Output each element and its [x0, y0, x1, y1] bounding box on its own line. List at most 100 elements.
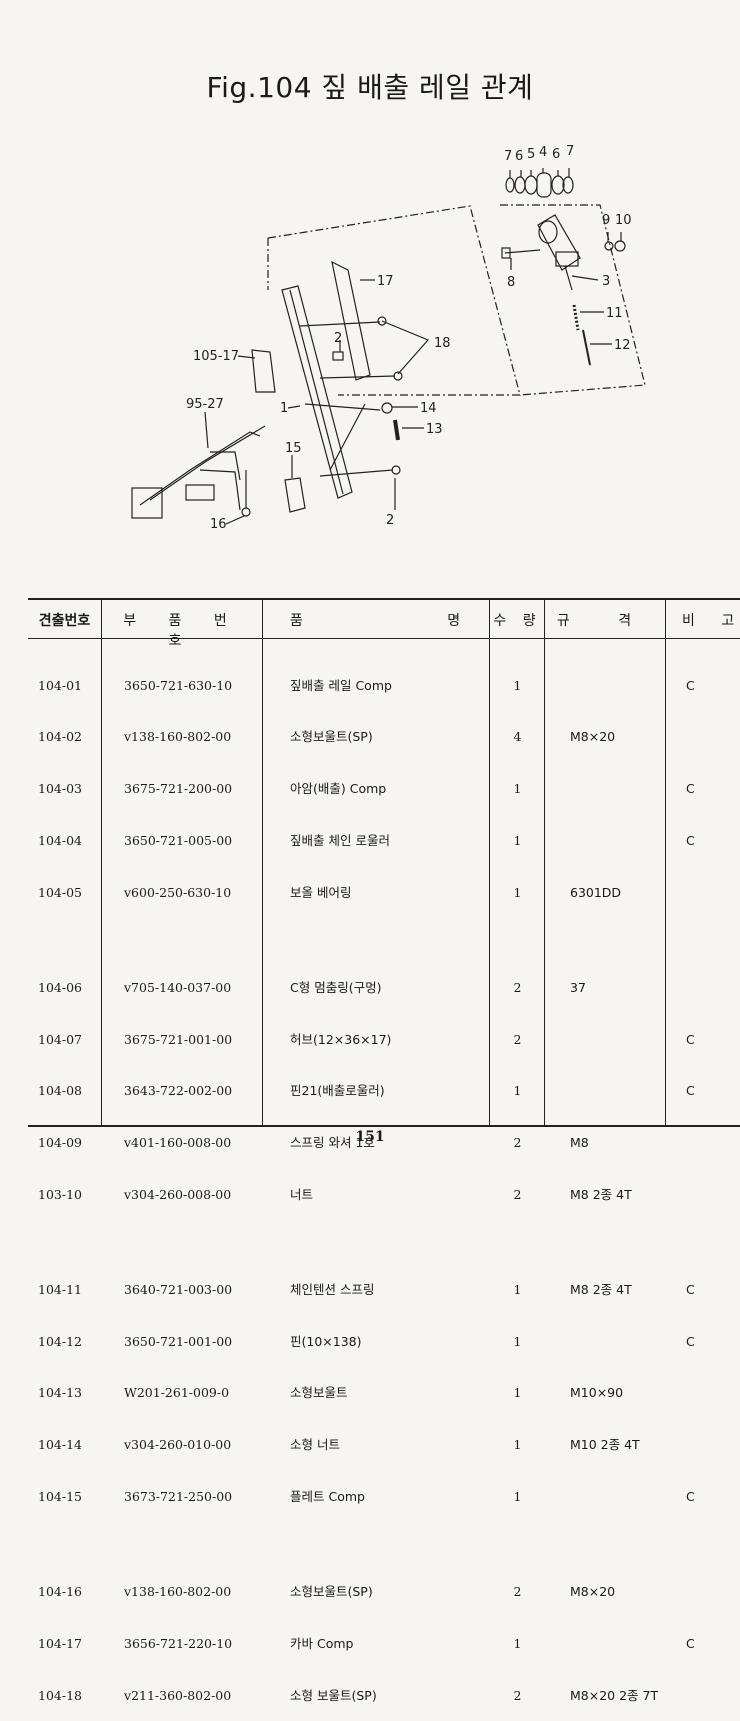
row-no: 104-08 [38, 1083, 82, 1099]
row-part: 3650-721-630-10 [124, 677, 233, 693]
row-name: 소형보울트(SP) [290, 729, 373, 745]
row-part: 3640-721-003-00 [124, 1281, 233, 1297]
row-no: 104-06 [38, 979, 82, 995]
col-divider-2 [262, 598, 263, 1126]
row-no: 104-16 [38, 1583, 82, 1599]
row-part: W201-261-009-0 [124, 1385, 230, 1401]
row-qty: 1 [513, 1333, 522, 1349]
row-spec: M8×20 [570, 729, 616, 745]
callout-5: 5 [527, 147, 535, 162]
row-no: 104-14 [38, 1437, 82, 1453]
row-note [686, 1384, 695, 1401]
row-no: 104-13 [38, 1385, 82, 1401]
callout-8: 8 [507, 275, 515, 290]
row-note [686, 1436, 695, 1453]
row-note: C [686, 1489, 695, 1505]
row-note [686, 728, 695, 745]
row-note [686, 1186, 695, 1203]
row-qty: 1 [513, 677, 522, 693]
callout-11: 11 [606, 306, 623, 321]
row-spec: M10×90 [570, 1385, 624, 1401]
row-note: C [686, 1083, 695, 1099]
row-part: v401-160-008-00 [124, 1135, 232, 1151]
callout-3: 3 [602, 274, 610, 289]
callout-1: 1 [280, 401, 288, 416]
row-qty: 1 [513, 1083, 522, 1099]
header-index-no: 견출번호 [38, 613, 91, 629]
row-no: 104-18 [38, 1687, 82, 1703]
row-note [686, 1583, 695, 1600]
row-spec [570, 832, 658, 849]
row-qty: 2 [513, 1687, 522, 1703]
row-spec: M8×20 2종 7T [570, 1687, 659, 1703]
col-divider-3 [489, 598, 490, 1126]
row-name: 체인텐션 스프링 [290, 1281, 375, 1297]
row-qty: 1 [513, 781, 522, 797]
row-qty: 2 [513, 1583, 522, 1599]
callout-6b: 6 [552, 147, 560, 162]
col-part-numbers: 3650-721-630-10 v138-160-802-00 3675-721… [124, 642, 232, 1721]
row-qty: 2 [513, 1135, 522, 1151]
callout-2: 2 [334, 331, 342, 346]
row-note: C [686, 1281, 695, 1297]
row-spec [570, 1635, 658, 1652]
row-no: 104-15 [38, 1489, 82, 1505]
page-number: 151 [355, 1129, 385, 1145]
callout-9: 9 [602, 213, 610, 228]
row-name: 핀21(배출로울러) [290, 1083, 385, 1099]
callout-15: 15 [285, 441, 302, 456]
row-spec [570, 1031, 658, 1048]
row-part: v600-250-630-10 [124, 885, 232, 901]
col-quantities: 1 4 1 1 1 2 2 1 2 2 1 1 1 1 1 2 1 2 [490, 642, 545, 1721]
callout-17: 17 [377, 274, 394, 289]
col-divider-4 [544, 598, 545, 1126]
row-no: 104-04 [38, 833, 82, 849]
row-name: 보올 베어링 [290, 885, 352, 901]
row-note [686, 1687, 695, 1704]
callout-6: 6 [515, 149, 523, 164]
row-name: 카바 Comp [290, 1635, 354, 1651]
row-part: 3675-721-001-00 [124, 1031, 233, 1047]
callout-7b: 7 [566, 144, 574, 159]
row-spec [570, 1488, 658, 1505]
row-qty: 2 [513, 979, 522, 995]
row-no: 104-17 [38, 1635, 82, 1651]
callout-16: 16 [210, 517, 227, 532]
callout-14: 14 [420, 401, 437, 416]
row-part: v211-360-802-00 [124, 1687, 232, 1703]
table-bottom-rule [28, 1125, 740, 1127]
row-spec [570, 1333, 658, 1350]
row-qty: 2 [513, 1031, 522, 1047]
row-name: 핀(10×138) [290, 1333, 362, 1349]
row-qty: 1 [513, 833, 522, 849]
row-spec: M8 2종 4T [570, 1281, 632, 1297]
row-qty: 2 [513, 1187, 522, 1203]
row-name: 소형보울트(SP) [290, 1583, 373, 1599]
row-no: 104-12 [38, 1333, 82, 1349]
row-note: C [686, 781, 695, 797]
col-divider-1 [101, 598, 102, 1126]
col-specs: M8×20 6301DD 37 M8 M8 2종 4T M8 2종 4T M10… [570, 642, 658, 1721]
table-top-rule [28, 598, 740, 600]
row-part: v138-160-802-00 [124, 1583, 232, 1599]
header-part-no: 부 품 번 호 [123, 613, 241, 649]
row-name: 스프링 와셔 1호 [290, 1135, 375, 1151]
callout-95-27: 95-27 [186, 397, 224, 412]
row-qty: 1 [513, 1385, 522, 1401]
row-part: 3656-721-220-10 [124, 1635, 233, 1651]
callout-12: 12 [614, 338, 631, 353]
row-qty: 1 [513, 1437, 522, 1453]
row-spec: 37 [570, 979, 586, 995]
row-name: 아암(배출) Comp [290, 781, 387, 797]
row-part: 3643-722-002-00 [124, 1083, 233, 1099]
row-note: C [686, 833, 695, 849]
row-name: C형 멈춤링(구멍) [290, 979, 382, 995]
callout-10: 10 [615, 213, 632, 228]
callout-2b: 2 [386, 513, 394, 528]
row-name: 소형 보울트(SP) [290, 1687, 377, 1703]
row-spec [570, 677, 658, 694]
header-part-name: 품 명 [289, 613, 461, 629]
row-no: 103-10 [38, 1187, 82, 1203]
header-spec: 규 격 [556, 613, 654, 629]
row-name: 짚배출 레일 Comp [290, 677, 392, 693]
